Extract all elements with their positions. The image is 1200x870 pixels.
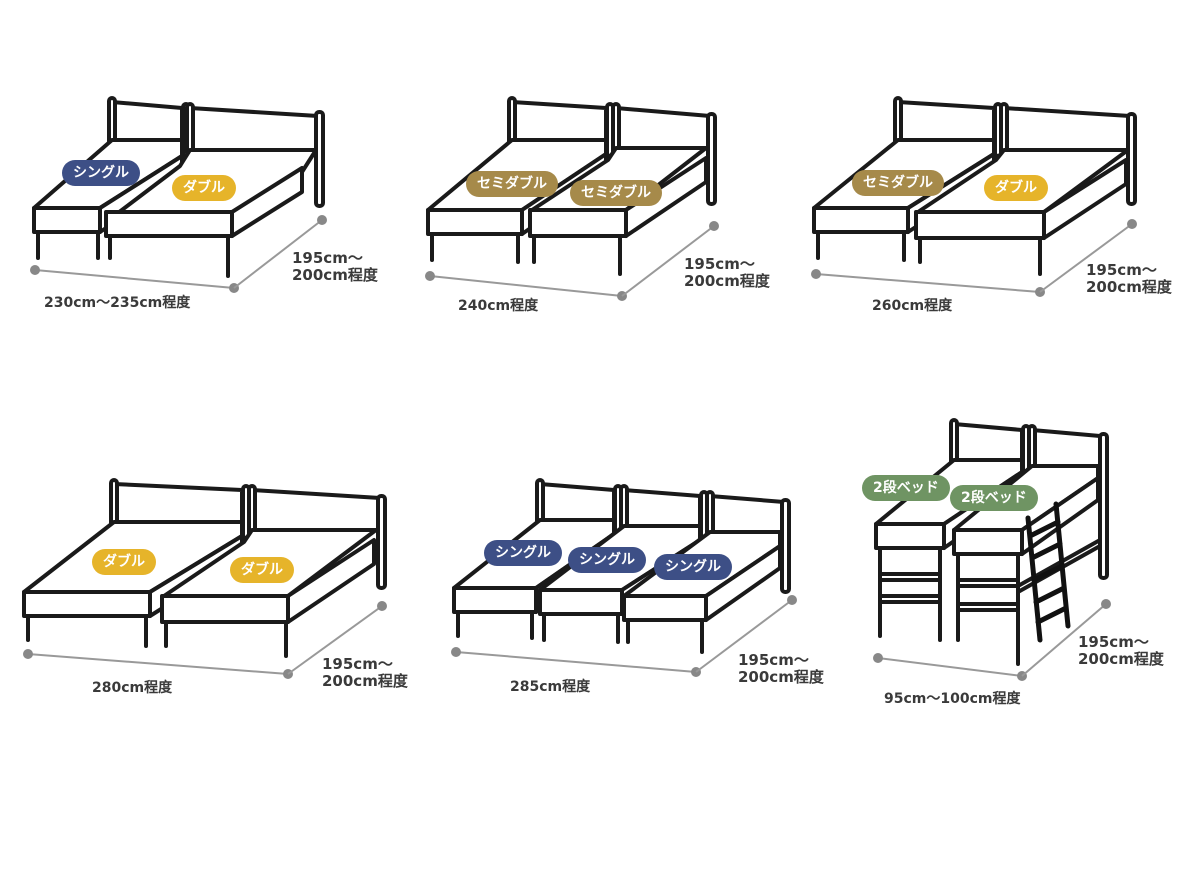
size-badge-double: ダブル bbox=[172, 175, 236, 201]
size-badge-semi-double: セミダブル bbox=[466, 171, 558, 197]
size-badge-semi-double: セミダブル bbox=[852, 170, 944, 196]
depth-line-2: 200cm程度 bbox=[738, 668, 824, 686]
width-dimension-label: 230cm〜235cm程度 bbox=[44, 295, 191, 311]
depth-dimension-label: 195cm〜 200cm程度 bbox=[1086, 262, 1172, 296]
bed-size-diagram-stage: シングル ダブル 230cm〜235cm程度 195cm〜 200cm程度 bbox=[0, 80, 1200, 800]
size-badge-single: シングル bbox=[484, 540, 562, 566]
depth-line-2: 200cm程度 bbox=[1078, 650, 1164, 668]
panel-bunk-bed: 2段ベッド 2段ベッド 95cm〜100cm程度 195cm〜 200cm程度 bbox=[800, 400, 1200, 800]
width-dimension-label: 240cm程度 bbox=[458, 298, 539, 314]
size-badge-double: ダブル bbox=[230, 557, 294, 583]
panel-triple-single: シングル シングル シングル 285cm程度 195cm〜 200cm程度 bbox=[400, 470, 824, 870]
depth-line-1: 195cm〜 bbox=[1086, 261, 1157, 279]
depth-line-1: 195cm〜 bbox=[1078, 633, 1149, 651]
width-dimension-label: 280cm程度 bbox=[92, 680, 173, 696]
size-badge-double: ダブル bbox=[984, 175, 1048, 201]
bed-illustration bbox=[873, 418, 1111, 681]
size-badge-bunk-bed: 2段ベッド bbox=[862, 475, 950, 501]
size-badge-single: シングル bbox=[654, 554, 732, 580]
depth-line-1: 195cm〜 bbox=[292, 249, 363, 267]
size-badge-bunk-bed: 2段ベッド bbox=[950, 485, 1038, 511]
depth-line-2: 200cm程度 bbox=[684, 272, 770, 290]
depth-line-2: 200cm程度 bbox=[322, 672, 408, 690]
depth-dimension-label: 195cm〜 200cm程度 bbox=[292, 250, 378, 284]
size-badge-single: シングル bbox=[568, 547, 646, 573]
depth-line-1: 195cm〜 bbox=[322, 655, 393, 673]
depth-line-1: 195cm〜 bbox=[684, 255, 755, 273]
panel-double-double: ダブル ダブル 280cm程度 195cm〜 200cm程度 bbox=[0, 470, 408, 870]
panel-semi-semi: セミダブル セミダブル 240cm程度 195cm〜 200cm程度 bbox=[400, 80, 800, 480]
depth-dimension-label: 195cm〜 200cm程度 bbox=[1078, 634, 1164, 668]
width-dimension-label: 260cm程度 bbox=[872, 298, 953, 314]
depth-dimension-label: 195cm〜 200cm程度 bbox=[738, 652, 824, 686]
size-badge-single: シングル bbox=[62, 160, 140, 186]
depth-line-1: 195cm〜 bbox=[738, 651, 809, 669]
depth-dimension-label: 195cm〜 200cm程度 bbox=[684, 256, 770, 290]
width-dimension-label: 95cm〜100cm程度 bbox=[884, 691, 1021, 707]
size-badge-semi-double: セミダブル bbox=[570, 180, 662, 206]
size-badge-double: ダブル bbox=[92, 549, 156, 575]
panel-semi-double: セミダブル ダブル 260cm程度 195cm〜 200cm程度 bbox=[800, 80, 1200, 480]
width-dimension-label: 285cm程度 bbox=[510, 679, 591, 695]
depth-line-2: 200cm程度 bbox=[292, 266, 378, 284]
bed-illustration bbox=[22, 478, 387, 679]
panel-single-double: シングル ダブル 230cm〜235cm程度 195cm〜 200cm程度 bbox=[0, 80, 400, 480]
depth-dimension-label: 195cm〜 200cm程度 bbox=[322, 656, 408, 690]
depth-line-2: 200cm程度 bbox=[1086, 278, 1172, 296]
